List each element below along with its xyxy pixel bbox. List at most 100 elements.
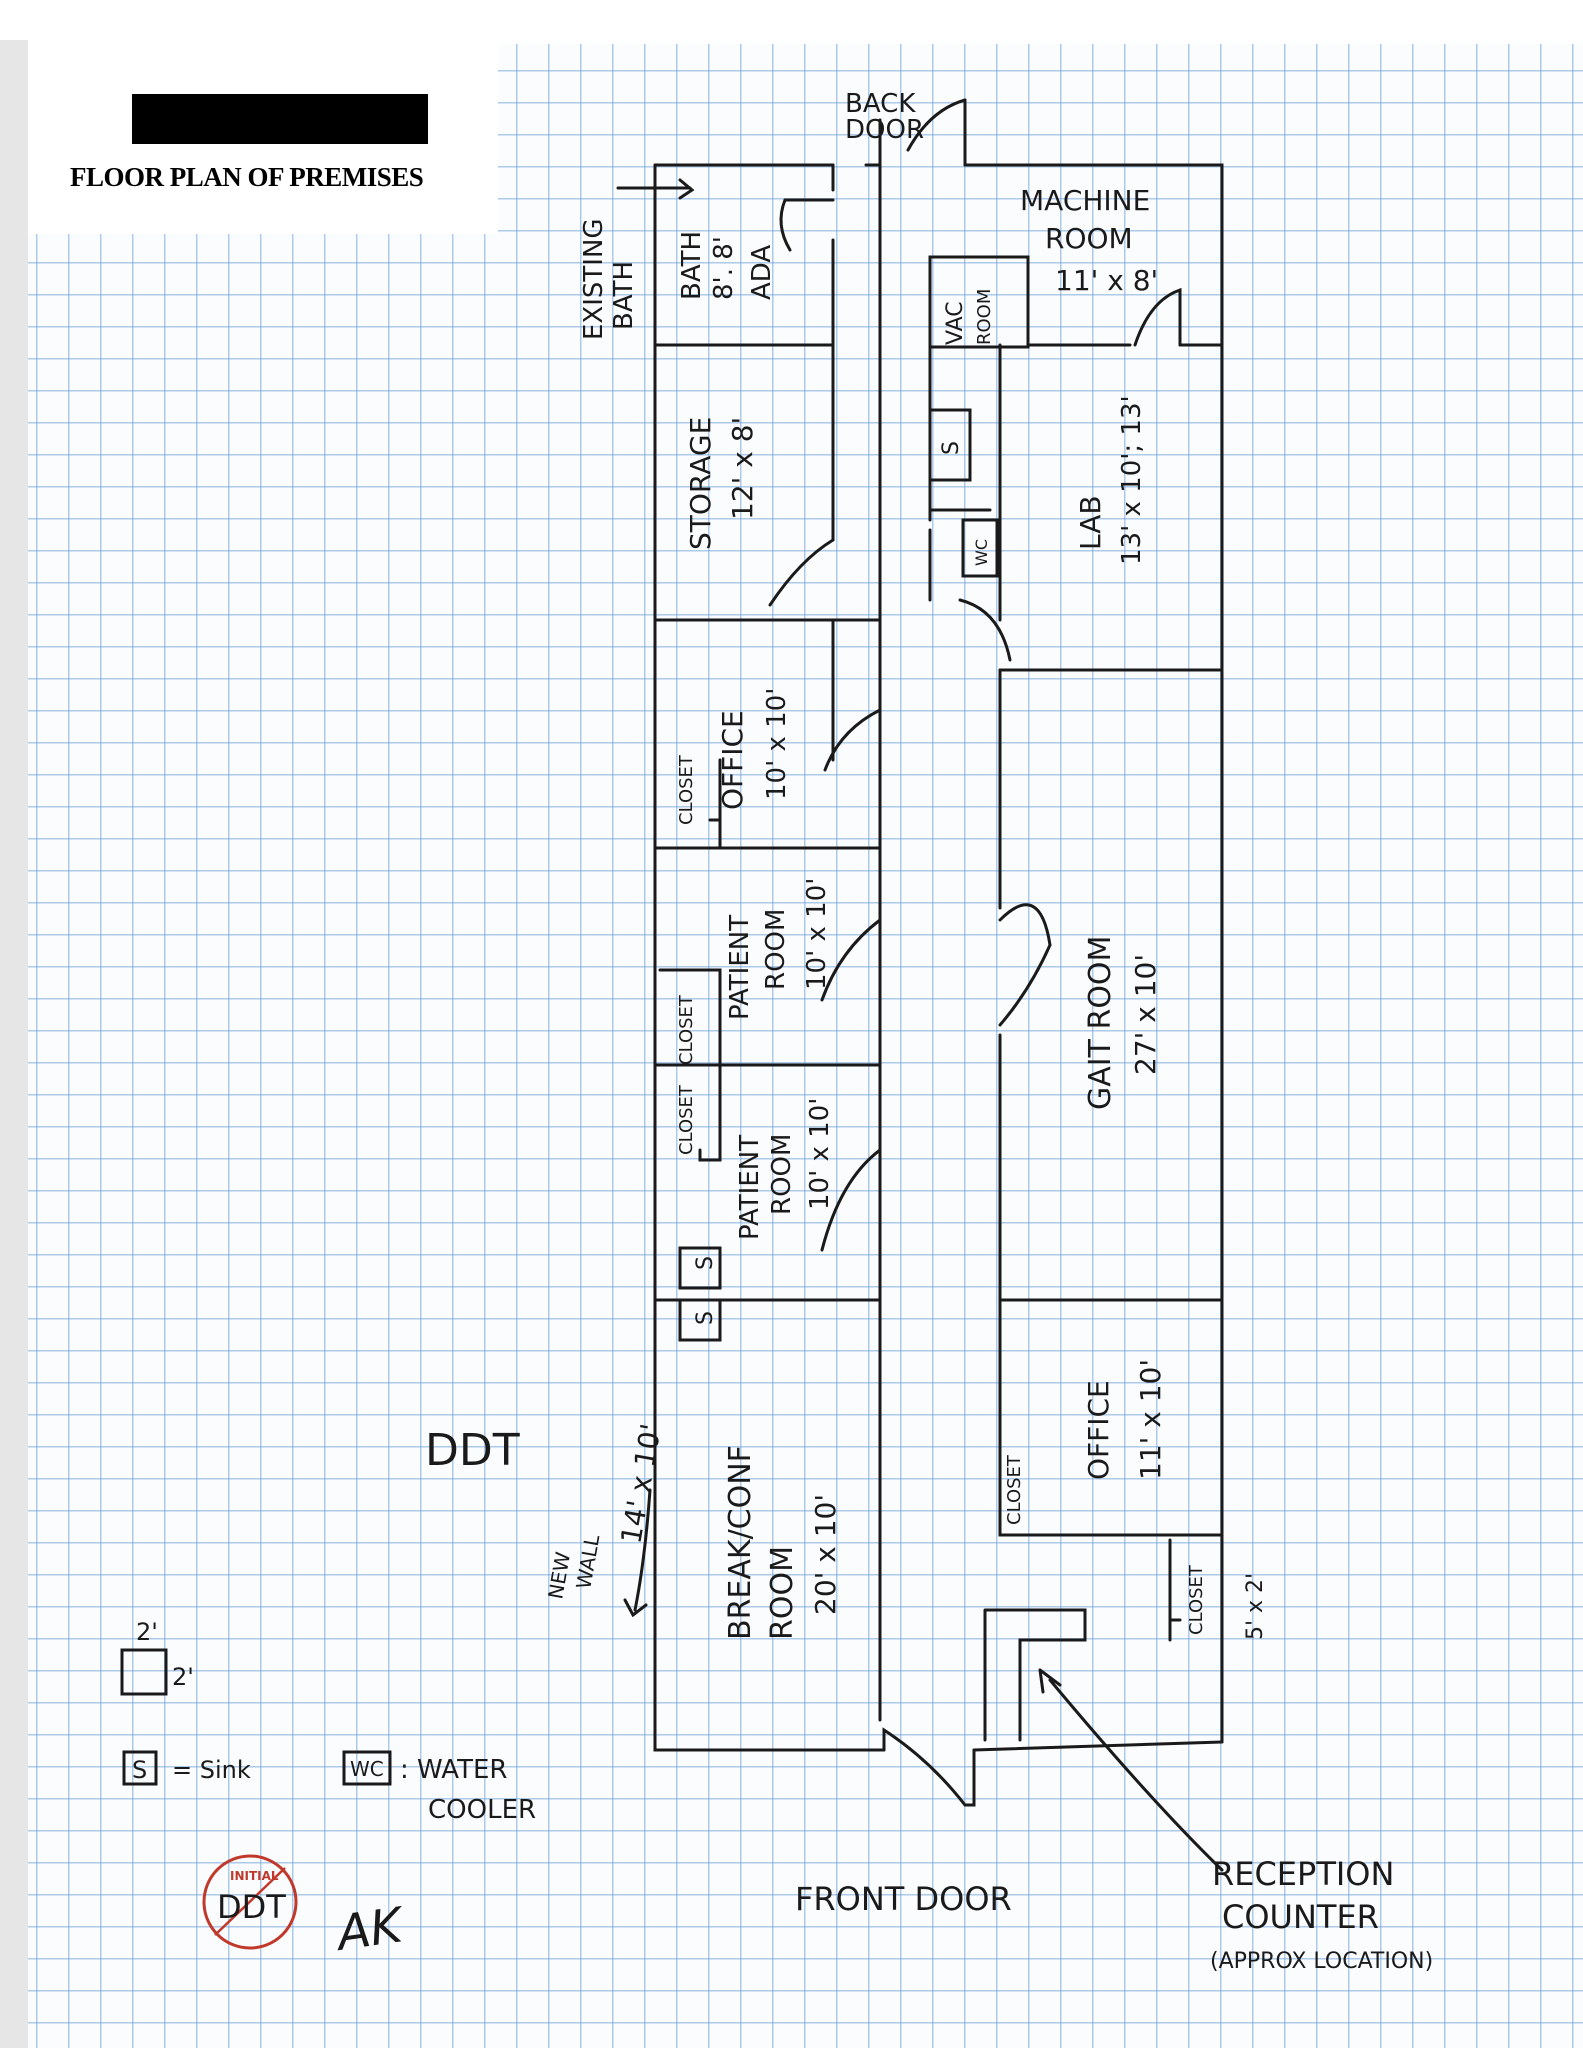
- patient-room-1-label-3: 10' x 10': [802, 878, 832, 990]
- stamp-slash: [214, 1867, 286, 1936]
- legend-sink-symbol: S: [132, 1756, 147, 1784]
- initial-stamp: INITIAL DDT: [202, 1854, 298, 1950]
- vac-room-box: [928, 255, 1030, 349]
- bath-door-swing: [779, 198, 792, 252]
- stamp-initials: DDT: [217, 1888, 286, 1926]
- office-bottom-label-2: 11' x 10': [1134, 1359, 1167, 1480]
- sink-box-1: [678, 1246, 722, 1290]
- bath-label-2: 8'. 8': [709, 236, 739, 300]
- legend-scale-side: 2': [172, 1663, 194, 1691]
- office-door-swing: [823, 708, 882, 772]
- wc-box: [961, 518, 999, 578]
- legend-scale-top: 2': [136, 1618, 158, 1646]
- sink-label-1: S: [693, 1256, 718, 1270]
- reception-arrow: [1038, 1668, 1224, 1872]
- office-bottom-label-1: OFFICE: [1082, 1380, 1115, 1480]
- gait-door-swing-2: [998, 943, 1052, 1027]
- patient-door-swing-1: [820, 918, 882, 1002]
- initials-mark: DDT: [425, 1425, 520, 1476]
- signature: AK: [331, 1897, 409, 1962]
- reception-label-3: (APPROX LOCATION): [1210, 1949, 1433, 1974]
- page-title: FLOOR PLAN OF PREMISES: [70, 162, 424, 192]
- reception-label-2: COUNTER: [1222, 1898, 1379, 1936]
- patient-room-2-label-1: PATIENT: [735, 1135, 765, 1240]
- patient-door-swing-2: [820, 1148, 882, 1252]
- legend-sink-box: [122, 1750, 158, 1786]
- gait-room-label-1: GAIT ROOM: [1083, 936, 1118, 1110]
- reception-counter: [983, 1608, 1087, 1742]
- new-wall-arrow: [623, 1488, 652, 1618]
- scan-border-left: [0, 40, 28, 2048]
- closet-patient-2: [658, 1063, 722, 1162]
- storage-label-1: STORAGE: [684, 417, 717, 550]
- storage-label-2: 12' x 8': [726, 417, 759, 520]
- new-wall-label-2: WALL: [571, 1532, 604, 1591]
- outer-wall-top-right: [963, 163, 1224, 347]
- closet-label-2: CLOSET: [676, 994, 697, 1065]
- closet-patient-1: [658, 968, 722, 1067]
- stamp-text: INITIAL: [230, 1869, 279, 1883]
- office-bottom-walls: [998, 1298, 1224, 1537]
- front-door-swing: [882, 1727, 976, 1807]
- closet-label-4: CLOSET: [1004, 1454, 1025, 1525]
- lab-label-2: 13' x 10'; 13': [1117, 395, 1147, 565]
- closet-label-1: CLOSET: [676, 754, 697, 825]
- gait-room-label-2: 27' x 10': [1129, 954, 1162, 1075]
- back-door-label-2: DOOR: [845, 115, 924, 145]
- storage-door-swing: [768, 538, 835, 607]
- sink-label-2: S: [693, 1311, 718, 1325]
- patient-room-2-label-3: 10' x 10': [805, 1098, 835, 1210]
- closet-office: [708, 758, 722, 850]
- legend-sink-label: = Sink: [172, 1756, 251, 1784]
- legend-wc-label-2: COOLER: [428, 1795, 536, 1825]
- redaction-bar: [132, 94, 428, 144]
- vac-room-label-1: VAC: [943, 301, 968, 345]
- closet-label-3: CLOSET: [676, 1084, 697, 1155]
- bath-arrow: [616, 178, 695, 200]
- legend-wc-box: [342, 1750, 392, 1786]
- outer-wall-bottom-right: [972, 1740, 1224, 1752]
- patient-room-1-label-1: PATIENT: [725, 915, 755, 1020]
- sink-label-corridor: S: [939, 441, 964, 455]
- lab-label-1: LAB: [1074, 495, 1107, 550]
- legend-wc-symbol: WC: [350, 1757, 384, 1781]
- closet-small-label-1: CLOSET: [1186, 1564, 1207, 1635]
- existing-bath-label-2: BATH: [609, 261, 639, 330]
- legend-wc-label: : WATER: [400, 1755, 507, 1785]
- patient-room-1-label-2: ROOM: [761, 909, 791, 990]
- break-room-label-1: BREAK/CONF: [723, 1445, 758, 1640]
- machine-room-door: [1133, 287, 1182, 347]
- outer-wall-left: [653, 163, 886, 1752]
- legend-scale-square: [120, 1648, 168, 1696]
- sink-corridor-box: [928, 408, 992, 512]
- reception-label-1: RECEPTION: [1212, 1855, 1394, 1893]
- stamp-circle: [202, 1854, 298, 1950]
- machine-room-label-2: ROOM: [1045, 222, 1133, 255]
- sink-box-2: [678, 1298, 722, 1342]
- patient-room-2-label-2: ROOM: [767, 1134, 797, 1215]
- back-door-label-1: BACK: [845, 89, 916, 119]
- office-top-label-2: 10' x 10': [762, 688, 792, 800]
- machine-room-label-3: 11' x 8': [1055, 264, 1158, 297]
- new-wall-label-1: NEW: [543, 1550, 575, 1601]
- office-top-label-1: OFFICE: [716, 710, 749, 810]
- closet-small-label-2: 5' x 2': [1243, 1573, 1268, 1640]
- lab-door-swing: [958, 598, 1012, 662]
- wc-label: WC: [972, 539, 991, 566]
- back-door-frame: [878, 98, 967, 167]
- back-door-swing: [906, 98, 967, 152]
- front-door-label: FRONT DOOR: [795, 1880, 1012, 1918]
- new-wall-label-3: 14' x 10': [614, 1421, 668, 1546]
- break-room-label-3: 20' x 10': [809, 1494, 842, 1615]
- vac-room-label-2: ROOM: [974, 289, 995, 345]
- break-room-label-2: ROOM: [765, 1546, 800, 1640]
- bath-label-1: BATH: [677, 231, 707, 300]
- scan-border-top: [0, 0, 1583, 44]
- closet-small-wall: [1168, 1538, 1182, 1642]
- machine-room-label-1: MACHINE: [1020, 184, 1150, 217]
- bath-label-3: ADA: [747, 245, 777, 300]
- gait-door-swing-1: [998, 903, 1052, 947]
- existing-bath-label-1: EXISTING: [579, 218, 609, 340]
